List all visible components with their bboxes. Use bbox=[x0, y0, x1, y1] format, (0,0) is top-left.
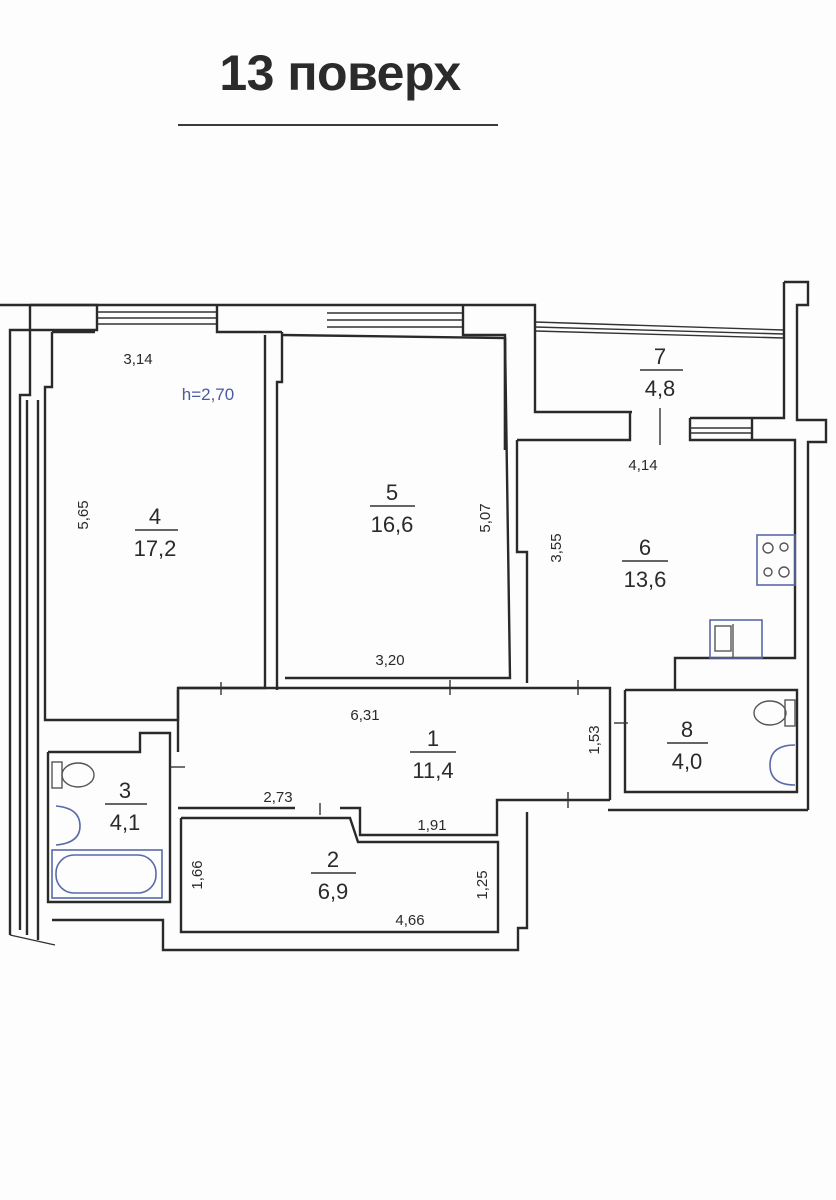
svg-text:16,6: 16,6 bbox=[371, 512, 414, 537]
svg-text:1,53: 1,53 bbox=[586, 725, 603, 754]
svg-text:17,2: 17,2 bbox=[134, 536, 177, 561]
svg-text:2,73: 2,73 bbox=[263, 789, 292, 806]
washbasin-icon-wc bbox=[769, 744, 796, 786]
ceiling-height: h=2,70 bbox=[182, 385, 234, 404]
svg-text:4: 4 bbox=[149, 504, 161, 529]
svg-text:3,55: 3,55 bbox=[548, 533, 565, 562]
bathtub-icon bbox=[51, 849, 163, 899]
svg-text:4,0: 4,0 bbox=[672, 749, 703, 774]
kitchen-sink-icon bbox=[709, 619, 763, 659]
svg-text:5: 5 bbox=[386, 480, 398, 505]
svg-text:2: 2 bbox=[327, 847, 339, 872]
svg-text:6,9: 6,9 bbox=[318, 879, 349, 904]
room-5-label: 5 16,6 bbox=[370, 480, 415, 537]
room-7-label: 7 4,8 bbox=[640, 344, 683, 401]
svg-text:4,66: 4,66 bbox=[395, 912, 424, 929]
svg-text:1,66: 1,66 bbox=[189, 860, 206, 889]
svg-text:4,8: 4,8 bbox=[645, 376, 676, 401]
dimension-labels: 3,14 h=2,70 5,65 5,07 3,20 4,14 3,55 6,3… bbox=[75, 351, 658, 929]
room-2-label: 2 6,9 bbox=[311, 847, 356, 904]
svg-text:1: 1 bbox=[427, 726, 439, 751]
svg-text:6: 6 bbox=[639, 535, 651, 560]
room-6-label: 6 13,6 bbox=[622, 535, 668, 592]
title-underline bbox=[178, 124, 498, 126]
svg-text:11,4: 11,4 bbox=[412, 758, 453, 783]
svg-text:5,07: 5,07 bbox=[477, 503, 494, 532]
room-1-label: 1 11,4 bbox=[410, 726, 456, 783]
toilet-icon-wc bbox=[753, 699, 796, 727]
room-4-label: 4 17,2 bbox=[134, 504, 178, 561]
svg-text:1,91: 1,91 bbox=[417, 817, 446, 834]
toilet-icon-bath bbox=[51, 761, 95, 789]
svg-text:3: 3 bbox=[119, 778, 131, 803]
svg-text:3,20: 3,20 bbox=[375, 652, 404, 669]
svg-text:5,65: 5,65 bbox=[75, 500, 92, 529]
room-8-label: 8 4,0 bbox=[667, 717, 708, 774]
svg-text:4,1: 4,1 bbox=[110, 810, 141, 835]
svg-text:6,31: 6,31 bbox=[350, 707, 379, 724]
svg-text:3,14: 3,14 bbox=[123, 351, 152, 368]
washbasin-icon-bath bbox=[55, 805, 81, 846]
svg-text:1,25: 1,25 bbox=[474, 870, 491, 899]
floor-title: 13 поверх bbox=[219, 45, 461, 101]
kitchen-stove-icon bbox=[756, 534, 796, 586]
svg-text:13,6: 13,6 bbox=[624, 567, 667, 592]
walls bbox=[0, 280, 828, 952]
svg-text:7: 7 bbox=[654, 344, 666, 369]
svg-text:8: 8 bbox=[681, 717, 693, 742]
room-3-label: 3 4,1 bbox=[105, 778, 147, 835]
svg-text:4,14: 4,14 bbox=[628, 457, 657, 474]
